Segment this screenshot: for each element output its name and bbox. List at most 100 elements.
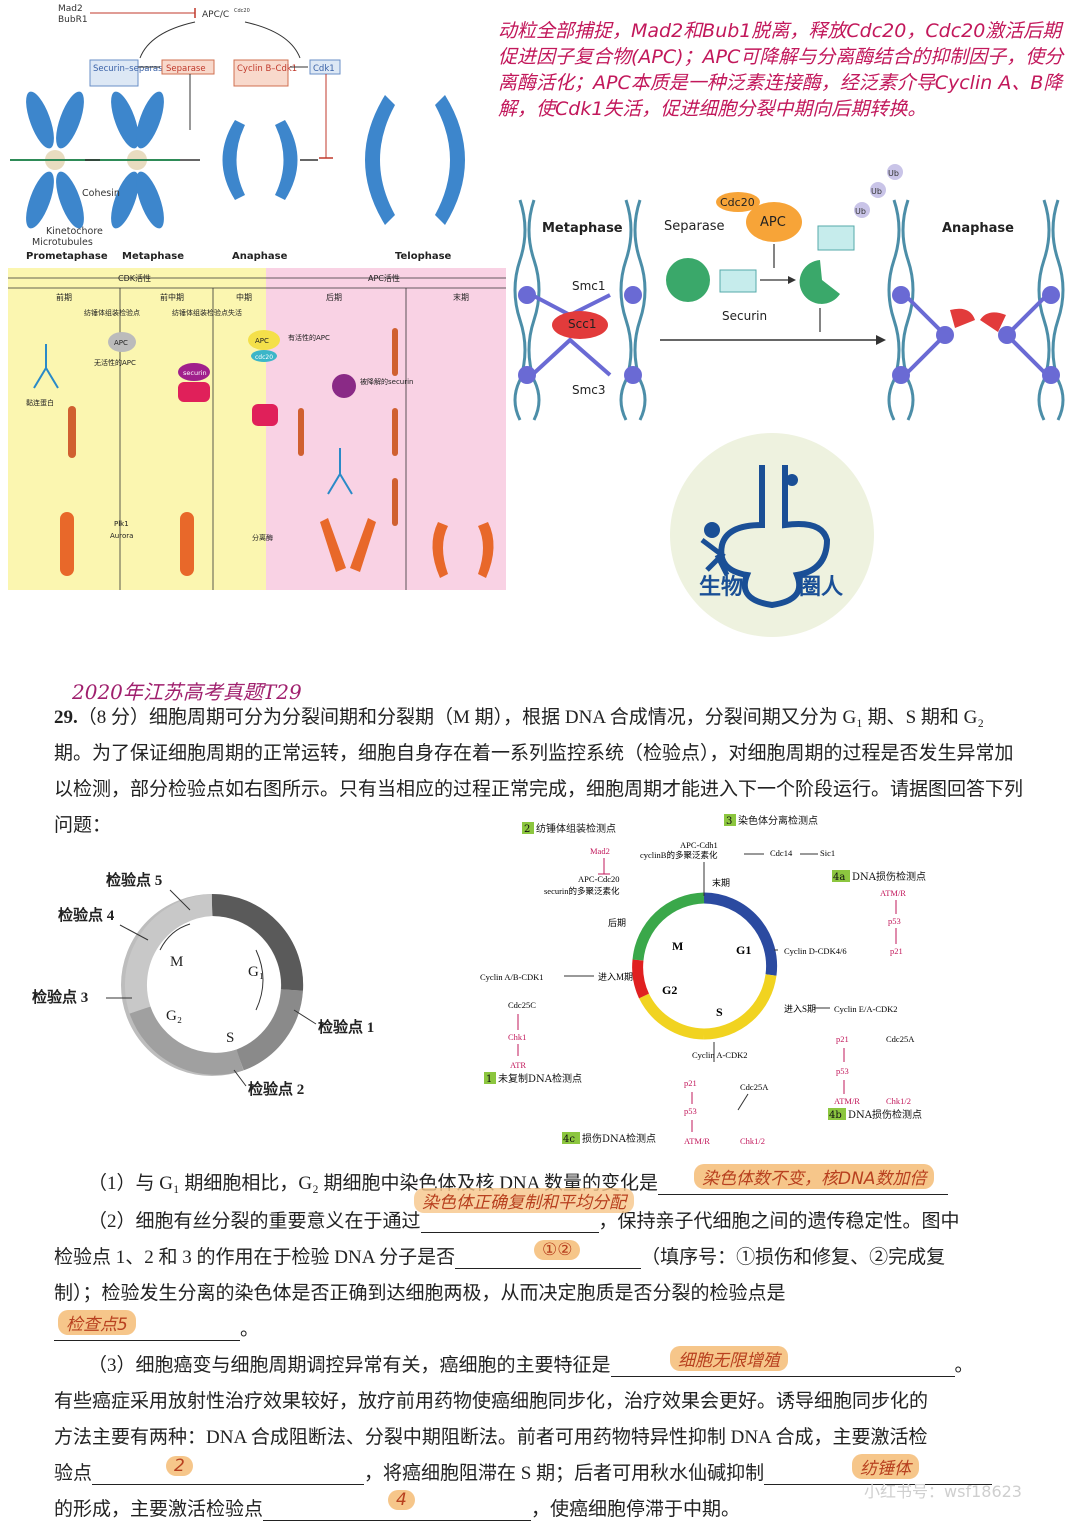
phase-prophase-cn: 前期 <box>56 292 72 302</box>
scc1-label: Scc1 <box>568 317 596 331</box>
cohesin-label: Cohesin <box>82 188 120 199</box>
logo-text-left: 生物 <box>699 574 743 600</box>
cp4a-num: 4a <box>833 872 845 883</box>
q2b-blank[interactable] <box>455 1246 642 1269</box>
q2b-answer: ①② <box>534 1240 581 1260</box>
question-number: 29. <box>54 707 78 728</box>
cp4b-num: 4b <box>829 1110 842 1121</box>
kinetochore-label: Kinetochore <box>46 226 103 237</box>
item-chk12-2: Chk1/2 <box>886 1096 911 1106</box>
item-p21-2: p21 <box>684 1078 697 1088</box>
cycle2-s: S <box>716 1005 723 1019</box>
question-intro-text: （8 分）细胞周期可分为分裂间期和分裂期（M 期），根据 DNA 合成情况，分裂… <box>54 707 1024 836</box>
apc-label: APC/C <box>202 10 229 20</box>
smc1-label: Smc1 <box>572 279 606 293</box>
item-anaphase: 后期 <box>608 918 626 928</box>
cell-cycle-detail-diagram: 2 纺锤体组装检测点 3 染色体分离检测点 4a DNA损伤检测点 1 未复制D… <box>478 810 978 1150</box>
cdc20-text: Cdc20 <box>720 196 755 209</box>
box-separase: Separase <box>166 64 206 74</box>
aurora-label: Aurora <box>110 532 133 540</box>
cp4c-label: 损伤DNA检测点 <box>582 1132 656 1145</box>
q3d-blank[interactable] <box>263 1498 532 1521</box>
cp3-num: 3 <box>726 816 732 827</box>
apc-active-shape: APC <box>255 337 269 345</box>
cdc20-shape: cdc20 <box>255 354 273 361</box>
q3-line2: 有些癌症采用放射性治疗效果较好，放疗前用药物使癌细胞同步化，治疗效果会更好。诱导… <box>54 1386 928 1413</box>
ub-3: Ub <box>855 207 866 216</box>
cdk-apc-activity-figure: CDK活性 APC活性 前期 前中期 中期 后期 末期 纺锤体组装检验点 纺锤体… <box>8 268 506 590</box>
item-cdc25a-2: Cdc25A <box>740 1082 769 1092</box>
q2a-blank[interactable] <box>420 1210 599 1233</box>
logo: 生物 圈人 <box>667 430 877 640</box>
cp4a-label: DNA损伤检测点 <box>852 870 926 883</box>
checkpoint-active: 纺锤体组装检验点 <box>84 308 140 317</box>
cell-cycle-detail-svg: 2 纺锤体组装检测点 3 染色体分离检测点 4a DNA损伤检测点 1 未复制D… <box>480 814 926 1146</box>
separase-cohesin-figure: Metaphase Anaphase Separase Cdc20 APC Ub… <box>510 160 1076 425</box>
q3b-answer: 2 <box>166 1456 193 1476</box>
item-mad2: Mad2 <box>590 846 610 856</box>
watermark: 小红书号：wsf18623 <box>864 1482 1022 1501</box>
cp4c-num: 4c <box>563 1134 575 1145</box>
item-enter-s: 进入S期 <box>784 1004 816 1014</box>
q2c-blank[interactable] <box>54 1318 240 1341</box>
item-cyclinab-cdk1: Cyclin A/B-CDK1 <box>480 972 544 982</box>
smc3-label: Smc3 <box>572 383 606 397</box>
bubr1-label: BubR1 <box>58 15 88 25</box>
cycle-g2: G₂ <box>166 1008 182 1024</box>
cp1-num: 1 <box>486 1074 492 1085</box>
item-cdc25a-1: Cdc25A <box>886 1034 915 1044</box>
logo-text-right: 圈人 <box>799 575 843 600</box>
q1-blank[interactable] <box>658 1172 949 1195</box>
question-source-title: 2020年江苏高考真题T29 <box>72 680 302 704</box>
ub-1: Ub <box>888 169 899 178</box>
microtubules-label: Microtubules <box>32 237 93 248</box>
q1-answer: 染色体数不变，核DNA数加倍 <box>694 1164 935 1189</box>
checkpoint-3-label: 检验点 3 <box>32 988 88 1006</box>
q2e-text: 制）；检验发生分离的染色体是否正确到达细胞两极，从而决定胞质是否分裂的检验点是 <box>54 1283 786 1304</box>
metaphase-label: Metaphase <box>542 221 623 236</box>
q3b-blank[interactable] <box>92 1462 365 1485</box>
mitosis-regulation-svg: Mad2 BubR1 APC/C Cdc20 Securin–separase … <box>10 4 465 262</box>
item-cyclinb-ub: cyclinB的多聚泛素化 <box>640 850 718 860</box>
q2d-text: （填序号：①损伤和修复、②完成复 <box>641 1247 946 1268</box>
cohesin-cn-label: 黏连蛋白 <box>26 398 54 407</box>
item-atmr-1: ATM/R <box>880 888 906 898</box>
item-p53-3: p53 <box>836 1066 849 1076</box>
item-telophase: 末期 <box>712 877 730 888</box>
q3d-text: 验点 <box>54 1463 93 1484</box>
q3c-text: 方法主要有两种：DNA 合成阻断法、分裂中期阻断法。前者可用药物特异性抑制 DN… <box>54 1427 928 1448</box>
q3c-answer: 纺锤体 <box>852 1454 919 1479</box>
q2-line1: （2）细胞有丝分裂的重要意义在于通过 ，保持亲子代细胞之间的遗传稳定性。图中 <box>54 1206 960 1233</box>
q2b-text: ，保持亲子代细胞之间的遗传稳定性。图中 <box>598 1211 960 1232</box>
inactive-apc-label: 无活性的APC <box>94 358 136 367</box>
phase-anaphase: Anaphase <box>232 251 288 262</box>
q3a-blank[interactable] <box>610 1354 955 1377</box>
mitosis-regulation-figure: Mad2 BubR1 APC/C Cdc20 Securin–separase … <box>0 0 490 264</box>
cp1-label: 未复制DNA检测点 <box>498 1072 582 1085</box>
item-atmr-2: ATM/R <box>684 1136 710 1146</box>
checkpoint-inactive: 纺锤体组装检验点失活 <box>172 308 242 317</box>
q3c-blank[interactable] <box>764 1462 993 1485</box>
q3-line3: 方法主要有两种：DNA 合成阻断法、分裂中期阻断法。前者可用药物特异性抑制 DN… <box>54 1422 927 1449</box>
item-p53-1: p53 <box>888 916 901 926</box>
cdk-apc-activity-svg: CDK活性 APC活性 前期 前中期 中期 后期 末期 纺锤体组装检验点 纺锤体… <box>8 268 506 590</box>
item-apc-cdh1: APC-Cdh1 <box>680 840 718 850</box>
q2-line3: 制）；检验发生分离的染色体是否正确到达细胞两极，从而决定胞质是否分裂的检验点是 <box>54 1278 786 1305</box>
plk1-label: Plk1 <box>114 520 129 528</box>
q2a-answer: 染色体正确复制和平均分配 <box>414 1188 634 1213</box>
item-cycline: Cyclin E/A-CDK2 <box>834 1004 898 1014</box>
securin-shape: securin <box>183 369 207 377</box>
q3b-text: 有些癌症采用放射性治疗效果较好，放疗前用药物使癌细胞同步化，治疗效果会更好。诱导… <box>54 1391 929 1412</box>
cell-cycle-svg: M G₁ G₂ S 检验点 5 检验点 4 检验点 3 检验点 1 检验点 2 <box>32 871 374 1098</box>
apc-text: APC <box>760 215 786 230</box>
cp2-num: 2 <box>524 824 530 835</box>
cp3-label: 染色体分离检测点 <box>738 814 818 827</box>
q2a-text: （2）细胞有丝分裂的重要意义在于通过 <box>88 1211 421 1232</box>
cp2-label: 纺锤体组装检测点 <box>536 822 616 835</box>
box-cyclinb-cdk1: Cyclin B–Cdk1 <box>237 64 297 74</box>
phase-prometaphase-cn: 前中期 <box>160 292 184 302</box>
active-apc-label: 有活性的APC <box>288 333 330 342</box>
box-securin-separase: Securin–separase <box>93 64 168 74</box>
apc-inactive-shape: APC <box>114 339 128 347</box>
anaphase-label: Anaphase <box>942 221 1014 236</box>
